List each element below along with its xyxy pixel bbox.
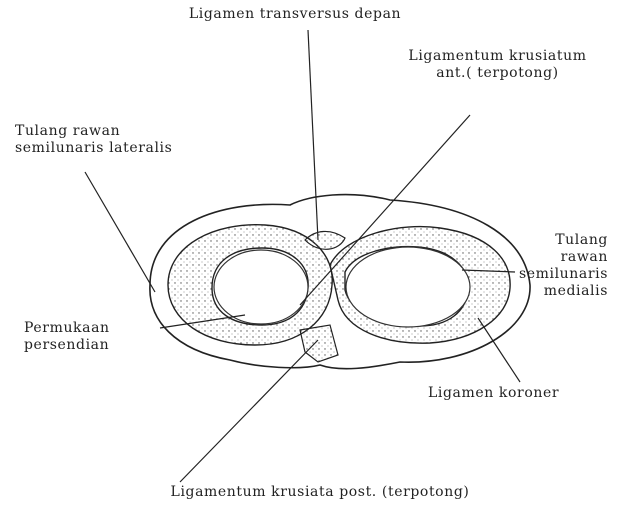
label-anterior-cruciate: Ligamentum krusiatum ant.( terpotong)	[375, 48, 620, 82]
label-articular-surface-line1: Permukaan	[24, 320, 110, 337]
label-articular-surface-line2: persendian	[24, 337, 110, 354]
leader-transverse-ligament	[308, 30, 318, 240]
lateral-articular-surface	[214, 250, 308, 324]
posterior-cruciate-stump	[300, 325, 338, 362]
leader-coronary-ligament	[478, 318, 520, 382]
label-medial-meniscus-line2: rawan	[480, 249, 608, 266]
label-medial-meniscus-line1: Tulang	[480, 232, 608, 249]
label-medial-meniscus-line4: medialis	[480, 283, 608, 300]
label-lateral-meniscus-line2: semilunaris lateralis	[15, 140, 172, 157]
label-posterior-cruciate: Ligamentum krusiata post. (terpotong)	[70, 484, 570, 501]
leader-posterior-cruciate	[180, 340, 318, 482]
medial-articular-surface	[346, 247, 470, 327]
label-anterior-cruciate-line2: ant.( terpotong)	[375, 65, 620, 82]
label-transverse-ligament: Ligamen transversus depan	[130, 6, 460, 23]
label-articular-surface: Permukaan persendian	[24, 320, 110, 354]
label-medial-meniscus-line3: semilunaris	[480, 266, 608, 283]
label-medial-meniscus: Tulang rawan semilunaris medialis	[480, 232, 608, 300]
label-anterior-cruciate-line1: Ligamentum krusiatum	[375, 48, 620, 65]
label-lateral-meniscus-line1: Tulang rawan	[15, 123, 172, 140]
label-coronary-ligament: Ligamen koroner	[428, 385, 559, 402]
label-lateral-meniscus: Tulang rawan semilunaris lateralis	[15, 123, 172, 157]
leader-lateral-meniscus	[85, 172, 155, 292]
